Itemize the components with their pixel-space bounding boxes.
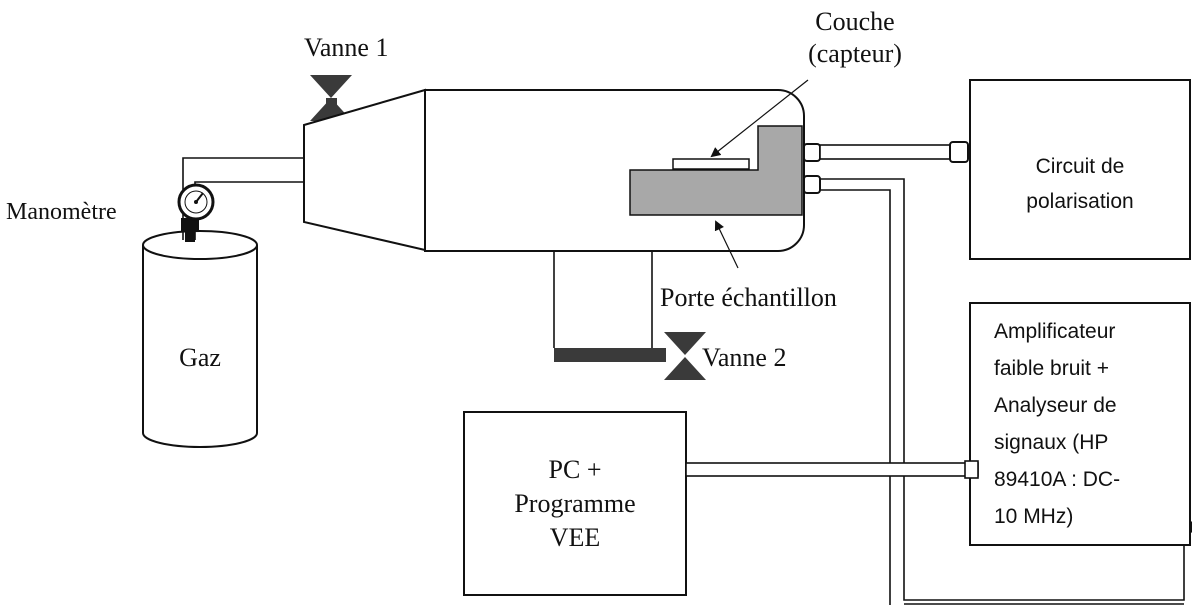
holder-pointer-arrow: [714, 220, 739, 269]
amplifier-label-line4: signaux (HP: [994, 431, 1108, 454]
valve-2-label: Vanne 2: [702, 343, 786, 372]
manometer-gauge-icon: [177, 183, 215, 221]
layer-pointer-arrow: [710, 79, 809, 158]
holder-label: Porte échantillon: [660, 283, 837, 312]
gas-cylinder: Gaz: [142, 230, 258, 448]
bias-circuit-label-line2: polarisation: [1026, 190, 1133, 213]
amplifier-analyzer-box: Amplificateur faible bruit + Analyseur d…: [969, 302, 1191, 546]
gas-label: Gaz: [179, 343, 221, 372]
sample-holder: [629, 125, 803, 216]
valve-2-icon: [664, 332, 706, 380]
connector-top: [803, 141, 969, 163]
amplifier-label-line5: 89410A : DC-: [994, 468, 1120, 491]
bias-circuit-label-line1: Circuit de: [1036, 155, 1125, 178]
pc-label-line2: Programme: [514, 489, 635, 518]
valve-1-label: Vanne 1: [304, 33, 388, 62]
amplifier-label-line6: 10 MHz): [994, 505, 1073, 528]
pc-label-line3: VEE: [550, 523, 601, 552]
sensor-layer: [672, 158, 750, 170]
amplifier-label-line2: faible bruit +: [994, 357, 1109, 380]
amplifier-label-line1: Amplificateur: [994, 320, 1115, 343]
pc-label-line1: PC +: [549, 455, 602, 484]
bias-circuit-box: Circuit de polarisation: [969, 79, 1191, 260]
outlet-pipe: [553, 251, 666, 362]
amplifier-label-line3: Analyseur de: [994, 394, 1117, 417]
pc-analyzer-cable: [685, 460, 979, 479]
pc-box: PC + Programme VEE: [463, 411, 687, 596]
manometer-label: Manomètre: [6, 199, 117, 225]
layer-label-line2: (capteur): [808, 39, 902, 68]
layer-label-line1: Couche: [815, 7, 894, 36]
